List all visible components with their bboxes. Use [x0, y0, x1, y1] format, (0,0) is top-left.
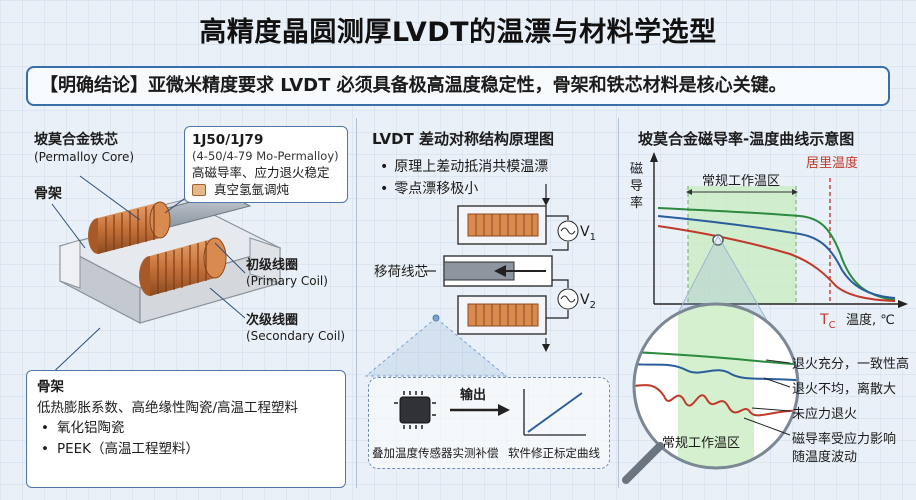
legend-stress-2: 随温度波动: [792, 450, 858, 465]
curve-unannealed: [657, 225, 896, 302]
tc-label: TC: [820, 312, 836, 332]
lens-curve-unannealed: [634, 384, 798, 417]
permeability-heading: 坡莫合金磁导率-温度曲线示意图: [638, 130, 855, 148]
furnace-icon: [192, 184, 206, 197]
page-title: 高精度晶圆测厚LVDT的温漂与材料学选型: [199, 17, 717, 48]
alloy-line2: 高磁导率、应力退火稳定: [192, 164, 330, 180]
tc-text: T: [820, 312, 829, 328]
chip-icon: [399, 396, 431, 424]
divider-right: [618, 118, 619, 488]
curve-caption: 软件修正标定曲线: [508, 446, 600, 460]
sensor-caption: 叠加温度传感器实测补偿: [372, 446, 499, 460]
lens-band: [678, 304, 754, 468]
differential-schematic: [364, 184, 579, 377]
curve-annealed: [657, 207, 896, 301]
bobbin-box-item: PEEK（高温工程塑料）: [37, 439, 335, 460]
compensation-graphics: [394, 389, 586, 436]
legend-annealed: 退火充分，一致性高: [792, 357, 910, 372]
alloy-line1: (4-50/4-79 Mo-Permalloy): [192, 149, 339, 164]
core-label-en: (Permalloy Core): [34, 149, 135, 164]
upper-coil-winding: [467, 213, 539, 237]
bobbin-box-title: 骨架: [37, 379, 64, 395]
bobbin-box-item: 氧化铝陶瓷: [37, 418, 335, 439]
alloy-title: 1J50/1J79: [192, 132, 264, 148]
bobbin-info-box: 骨架 低热膨胀系数、高绝缘性陶瓷/高温工程塑料 氧化铝陶瓷 PEEK（高温工程塑…: [26, 370, 346, 488]
primary-coil-label-en: (Primary Coil): [246, 274, 328, 289]
curie-label: 居里温度: [806, 156, 859, 171]
lens-band-label: 常规工作温区: [662, 436, 741, 451]
bobbin-box-desc: 低热膨胀系数、高绝缘性陶瓷/高温工程塑料: [37, 399, 299, 416]
core-label-mid: 移荷线芯: [374, 264, 428, 280]
secondary-coil-label: 次级线圈 (Secondary Coil): [246, 313, 345, 344]
lower-coil-winding: [467, 303, 539, 327]
v1-subscript: 1: [589, 231, 596, 243]
alloy-callout: 1J50/1J79 (4-50/4-79 Mo-Permalloy) 高磁导率、…: [184, 126, 348, 204]
work-band: [688, 186, 796, 304]
v2-label: V2: [580, 292, 596, 312]
core-label: 坡莫合金铁芯 (Permalloy Core): [34, 132, 134, 165]
lvdt-3d-illustration: [44, 175, 282, 381]
legend-unannealed: 未应力退火: [792, 407, 858, 422]
upper-coil: [88, 201, 171, 254]
magnifier-lens: [622, 234, 800, 484]
principle-bullet: 原理上差动抵消共模温漂: [380, 156, 548, 176]
v1-text: V: [580, 224, 590, 240]
calibration-line: [527, 392, 583, 433]
tc-subscript: C: [828, 319, 836, 331]
bobbin-right-post: [249, 237, 281, 284]
conclusion-banner: 【明确结论】亚微米精度要求 LVDT 必须具备极高温度稳定性，骨架和铁芯材料是核…: [26, 66, 890, 106]
y-axis-label: 磁导率: [630, 162, 644, 211]
divider-left: [356, 118, 357, 488]
primary-coil-label-cn: 初级线圈: [246, 258, 299, 273]
output-label: 输出: [460, 388, 487, 403]
v1-label: V1: [580, 224, 596, 244]
alloy-line3-row: 真空氢氩调炖: [192, 182, 340, 199]
secondary-coil-label-en: (Secondary Coil): [246, 329, 346, 344]
principle-bullet: 零点漂移极小: [380, 178, 478, 198]
x-axis-label: 温度, ℃: [846, 313, 895, 328]
legend-stress-1: 磁导率受应力影响: [792, 432, 897, 447]
permeability-chart: [650, 152, 908, 308]
legend-uneven: 退火不均，离散大: [792, 382, 897, 397]
principle-heading: LVDT 差动对称结构原理图: [372, 130, 555, 148]
alloy-line3: 真空氢氩调炖: [213, 181, 289, 197]
v2-subscript: 2: [589, 299, 596, 311]
lower-coil: [139, 237, 227, 296]
lens-handle: [622, 442, 664, 484]
v2-text: V: [580, 292, 590, 308]
curve-uneven: [657, 215, 896, 299]
bobbin-front-post: [59, 239, 81, 289]
secondary-coil-label-cn: 次级线圈: [246, 313, 299, 328]
zoom-point: [712, 234, 724, 246]
bobbin-label: 骨架: [34, 186, 62, 202]
core-label-cn: 坡莫合金铁芯: [34, 132, 118, 148]
primary-coil-label: 初级线圈 (Primary Coil): [246, 258, 328, 289]
band-label: 常规工作温区: [702, 174, 781, 189]
